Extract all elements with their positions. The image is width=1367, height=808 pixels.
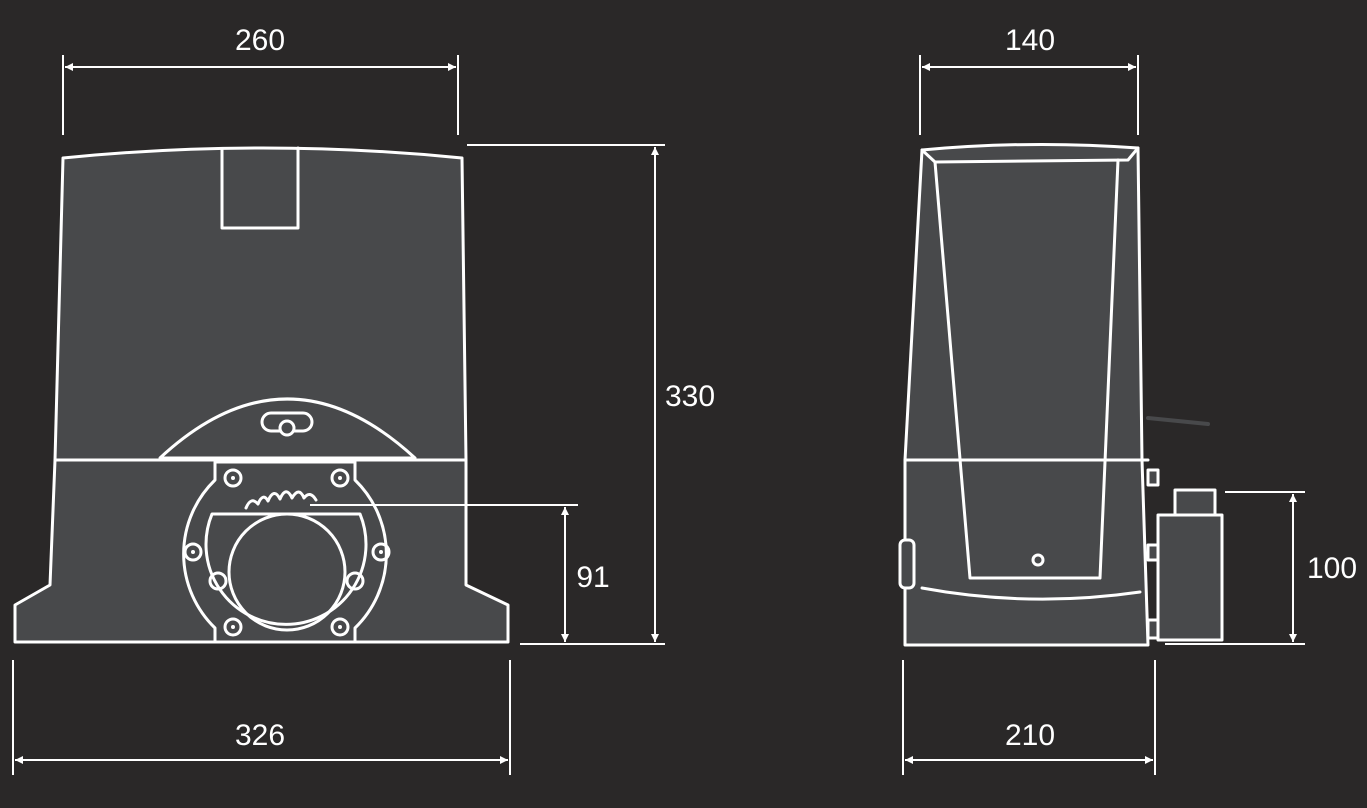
- dimension-label: 260: [235, 24, 285, 57]
- flange: [182, 460, 388, 644]
- dimension-label: 210: [1005, 719, 1055, 752]
- dimension-140: 140: [919, 24, 1139, 135]
- bore-ring: [204, 512, 368, 626]
- dimension-91: 91: [310, 504, 610, 642]
- limit-switch-box: [1156, 513, 1224, 642]
- mount-holes: [183, 468, 391, 637]
- dimension-label: 91: [576, 561, 609, 594]
- dimension-210: 210: [902, 660, 1156, 775]
- pinion-gear: [244, 490, 318, 510]
- bore: [227, 512, 347, 632]
- dimension-label: 100: [1307, 552, 1357, 585]
- dimension-326: 326: [12, 660, 511, 775]
- dimension-label: 140: [1005, 24, 1055, 57]
- dimension-label: 326: [235, 719, 285, 752]
- front-view-motor: [13, 146, 510, 644]
- dimension-100: 100: [1165, 491, 1357, 645]
- dimension-260: 260: [62, 24, 459, 135]
- side-view-motor: [898, 142, 1224, 647]
- dimension-label: 330: [665, 380, 715, 413]
- dimension-330: 330: [467, 144, 715, 645]
